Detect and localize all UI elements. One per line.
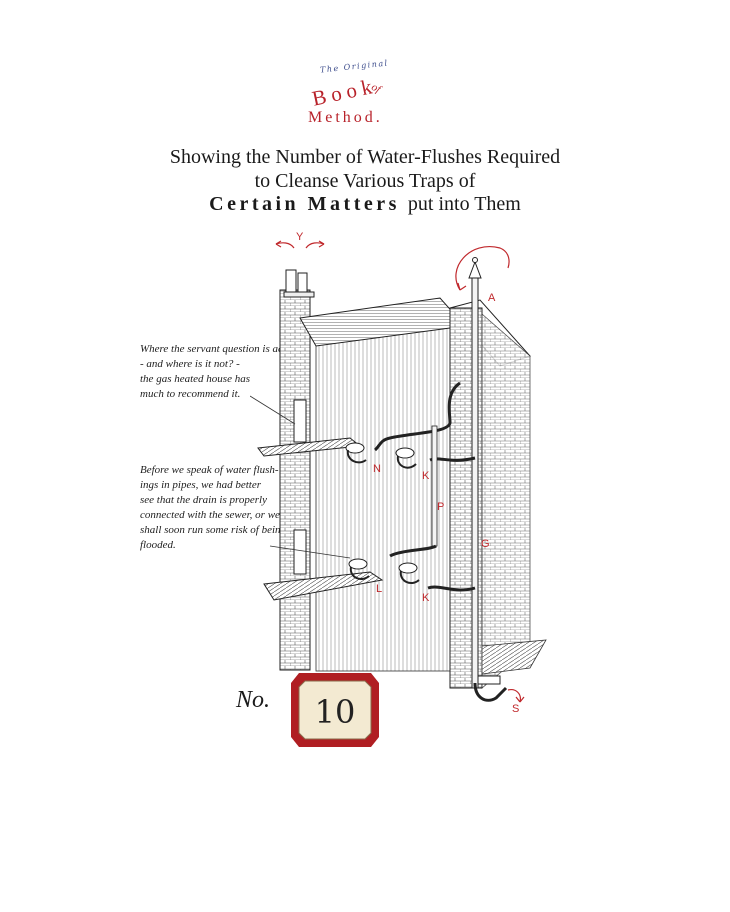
label-k-lower: K [422, 592, 430, 604]
lower-floor [263, 571, 384, 601]
air-flow-arrow [455, 246, 510, 291]
label-l: L [376, 583, 383, 595]
upper-window [293, 399, 307, 443]
note-2-line: flooded. [140, 539, 176, 551]
lower-trap-k [399, 570, 420, 584]
interior-back-wall [315, 325, 452, 672]
title-emphasis: Certain Matters [209, 193, 400, 215]
book-of-method-logo: The Original Book of Method. [295, 52, 405, 130]
number-plate: 10 [289, 671, 381, 749]
upper-trap-basin-n [345, 442, 365, 454]
lower-window [293, 529, 307, 575]
waste-pipe [431, 425, 438, 547]
pavement [481, 639, 547, 675]
gully-grate [477, 675, 501, 685]
vent-arrow-left-head [275, 240, 282, 248]
logo-word-book: Book [310, 73, 379, 110]
note-2-line: shall soon run some risk of being [140, 524, 287, 536]
plate-number: 10 [315, 693, 356, 731]
note-water-flushings: Before we speak of water flush- ings in … [140, 463, 287, 553]
plate-cream-center [298, 680, 372, 740]
note-servant-question: Where the servant question is acute - an… [140, 342, 297, 402]
label-a: A [488, 292, 496, 304]
label-y: Y [296, 231, 304, 243]
lower-branch-pipe [389, 544, 437, 558]
upper-branch-pipe [373, 381, 461, 452]
label-s: S [512, 703, 520, 715]
note-2-line: Before we speak of water flush- [140, 464, 279, 476]
note-1-line: much to recommend it. [140, 388, 241, 400]
lower-trap-l [349, 566, 370, 580]
vent-cap [468, 260, 482, 279]
lower-trap-basin-l [348, 558, 368, 570]
title-line-1: Showing the Number of Water-Flushes Requ… [169, 146, 561, 168]
label-k-upper: K [422, 470, 430, 482]
note-2-line: ings in pipes, we had better [140, 479, 261, 491]
note-1-line: the gas heated house has [140, 373, 250, 385]
label-p: P [437, 501, 445, 513]
chimney-stack [279, 269, 315, 671]
number-prefix: No. [236, 687, 271, 713]
title-line-2: to Cleanse Various Traps of [254, 170, 476, 192]
note-2-line: see that the drain is properly [140, 494, 267, 506]
upper-trap-basin-k [395, 447, 415, 459]
label-n: N [373, 463, 381, 475]
note-2-leader-line [269, 545, 351, 559]
label-g: G [481, 538, 490, 550]
note-2-line: connected with the sewer, or we [140, 509, 280, 521]
note-1-leader-line [249, 395, 296, 425]
logo-word-method: Method. [308, 109, 383, 126]
house-cutaway-drawing [249, 240, 547, 703]
upper-trap-n [346, 449, 367, 464]
lower-drain-pipe [427, 585, 476, 592]
upper-trap-k [396, 455, 417, 469]
sewer-flow-arrow [507, 689, 521, 703]
title-line-3-rest: put into Them [407, 193, 521, 215]
vent-arrow-right-head [318, 240, 325, 248]
air-flow-arrow-head [457, 282, 467, 291]
sewer-trap [473, 682, 508, 702]
logo-tagline: The Original [320, 58, 389, 74]
sewer-flow-arrow-head [515, 696, 525, 703]
note-1-line: - and where is it not? - [140, 358, 240, 370]
title-line-3: Certain Matters put into Them [0, 193, 730, 216]
lower-trap-basin-k [398, 562, 418, 574]
note-1-line: Where the servant question is acute [140, 343, 297, 355]
brick-outer-wall [449, 299, 531, 689]
vent-knob [472, 257, 478, 263]
soil-pipe [471, 275, 479, 689]
house-drainage-illustration [249, 228, 550, 718]
